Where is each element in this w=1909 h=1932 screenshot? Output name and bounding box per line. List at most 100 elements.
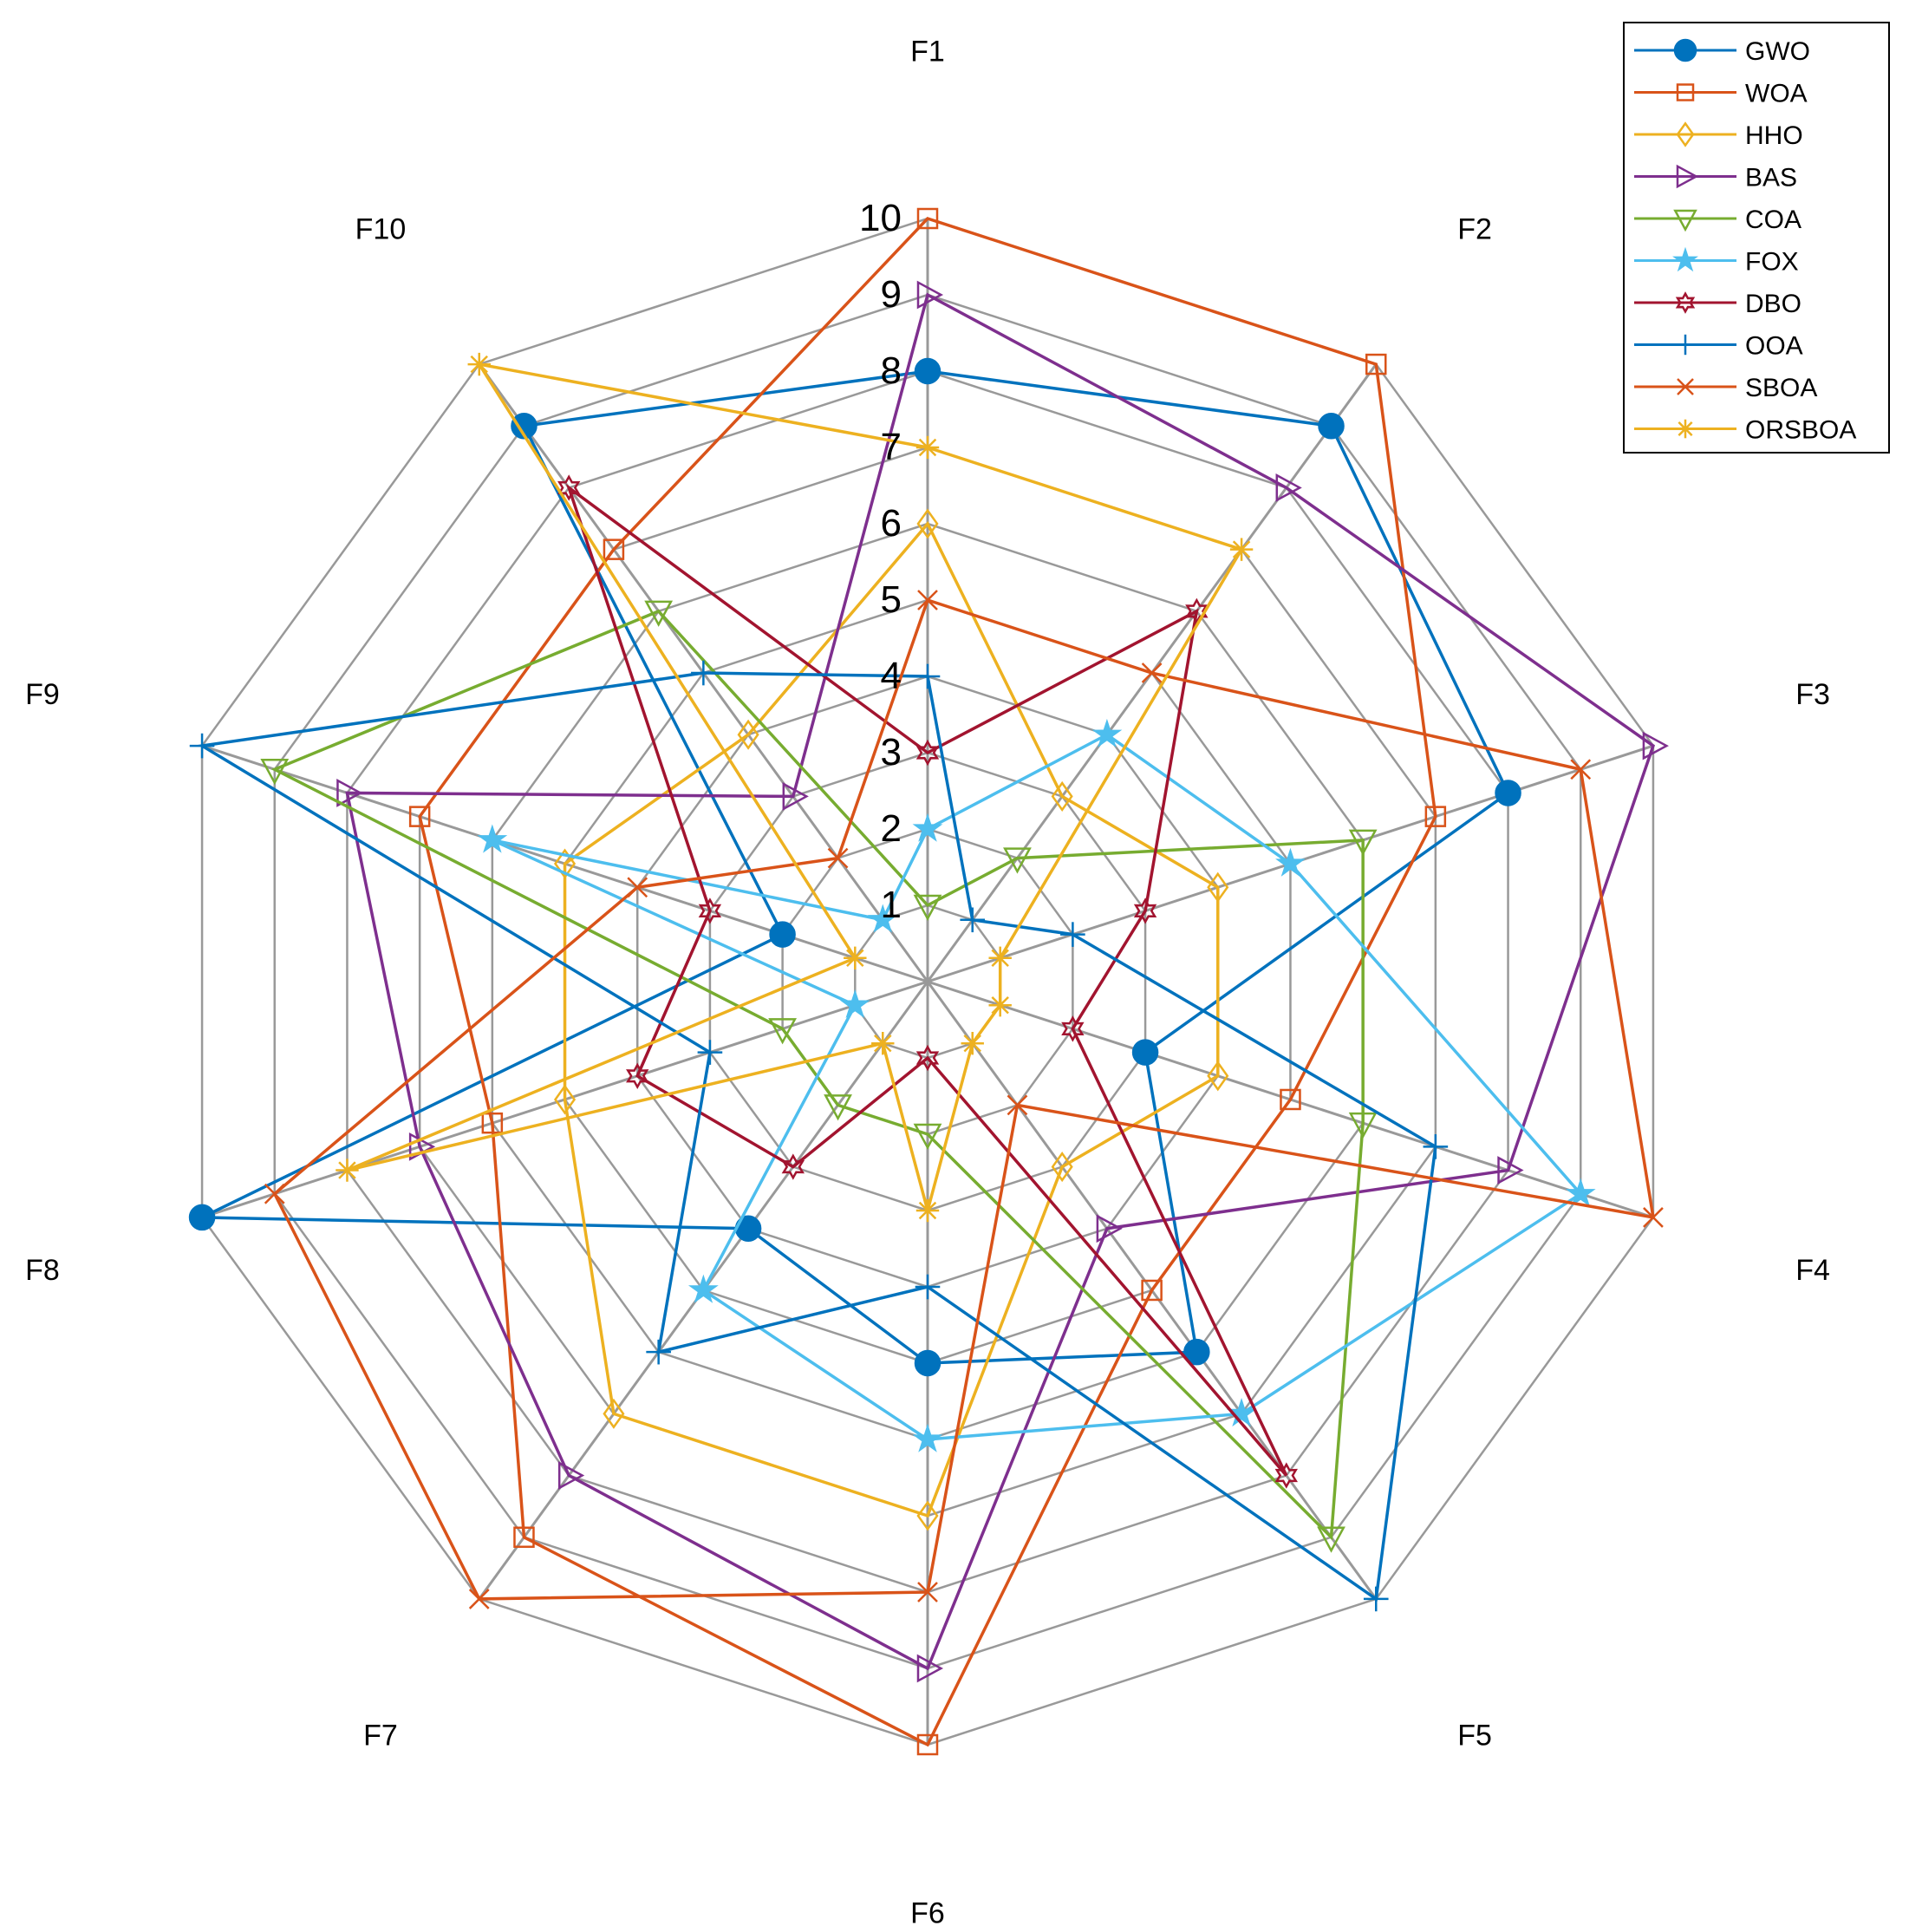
- square-marker: [603, 538, 625, 560]
- series-woa: [408, 207, 1447, 1756]
- legend-item-ooa: OOA: [1634, 332, 1803, 361]
- axis-label-f8: F8: [25, 1254, 60, 1287]
- legend-box: [1623, 22, 1890, 454]
- triangle-right-marker: [1642, 731, 1669, 760]
- hexagram-marker: [1061, 1015, 1085, 1042]
- circle-marker: [1495, 780, 1521, 806]
- asterisk-marker: [846, 949, 864, 968]
- circle-marker: [1318, 413, 1345, 440]
- axis-label-f2: F2: [1457, 212, 1492, 245]
- x-marker: [917, 1582, 938, 1602]
- triangle-down-marker: [768, 1018, 798, 1045]
- x-marker: [1570, 759, 1592, 780]
- circle-marker: [1183, 1338, 1210, 1366]
- hexagram-marker: [1185, 597, 1209, 625]
- triangle-down-marker: [1348, 1112, 1378, 1139]
- hexagram-marker: [781, 1153, 805, 1180]
- legend-label: GWO: [1745, 37, 1810, 66]
- diamond-marker: [1676, 121, 1695, 147]
- hexagram-marker: [915, 1044, 940, 1072]
- square-marker: [1424, 806, 1447, 827]
- square-marker: [1280, 1088, 1301, 1111]
- circle-marker: [511, 413, 538, 440]
- series-bas: [336, 280, 1669, 1683]
- axis-label-f6: F6: [910, 1897, 945, 1930]
- legend-item-dbo: DBO: [1634, 290, 1801, 318]
- hexagram-marker: [626, 1062, 649, 1090]
- asterisk-marker: [918, 438, 937, 457]
- hexagram-marker: [1675, 291, 1696, 314]
- asterisk-marker: [1232, 540, 1251, 558]
- legend-label: WOA: [1745, 80, 1808, 108]
- legend-label: HHO: [1745, 121, 1803, 150]
- radial-tick-label: 4: [881, 655, 902, 697]
- radial-tick-label: 9: [881, 273, 902, 316]
- x-marker: [1677, 378, 1694, 395]
- square-marker: [513, 1526, 535, 1548]
- x-marker: [1643, 1207, 1664, 1228]
- radial-tick-label: 7: [881, 426, 902, 468]
- series-ooa: [189, 660, 1449, 1612]
- square-marker: [1141, 1279, 1163, 1302]
- x-marker: [1007, 1094, 1028, 1116]
- legend-label: BAS: [1745, 164, 1797, 193]
- triangle-right-marker: [557, 1461, 585, 1490]
- star-marker: [839, 989, 870, 1019]
- legend-label: DBO: [1745, 290, 1801, 318]
- x-marker: [627, 877, 648, 898]
- radial-tick-label: 5: [881, 578, 902, 621]
- star-marker: [1226, 1398, 1257, 1427]
- diamond-marker: [1051, 780, 1073, 812]
- asterisk-marker: [1678, 421, 1693, 437]
- asterisk-marker: [991, 949, 1009, 968]
- radial-tick-label: 10: [859, 197, 902, 239]
- legend-label: ORSBOA: [1745, 416, 1856, 445]
- hexagram-marker: [557, 474, 581, 501]
- star-marker: [867, 904, 898, 933]
- hexagram-marker: [698, 897, 722, 924]
- legend-item-coa: COA: [1634, 206, 1801, 234]
- series-fox: [477, 718, 1596, 1452]
- square-marker: [408, 806, 431, 827]
- star-marker: [912, 813, 943, 842]
- circle-marker: [188, 1204, 216, 1231]
- axis-label-f3: F3: [1795, 678, 1830, 711]
- axis-label-f5: F5: [1457, 1720, 1492, 1753]
- diamond-marker: [1051, 1152, 1073, 1183]
- diamond-marker: [553, 848, 577, 879]
- series-line: [563, 520, 1220, 1518]
- triangle-right-marker: [1676, 164, 1699, 189]
- triangle-down-marker: [913, 894, 942, 922]
- star-marker: [1672, 246, 1698, 272]
- radial-tick-label: 1: [881, 884, 902, 926]
- diamond-marker: [916, 508, 939, 539]
- radial-tick-label: 8: [881, 349, 902, 392]
- series-hho: [553, 508, 1229, 1531]
- legend-item-sboa: SBOA: [1634, 374, 1817, 402]
- star-marker: [1091, 718, 1123, 748]
- axis-label-f9: F9: [25, 678, 60, 711]
- series-line: [197, 671, 1437, 1602]
- radial-tick-label: 2: [881, 807, 902, 850]
- square-marker: [1676, 83, 1695, 101]
- series-line: [418, 216, 1437, 1747]
- asterisk-marker: [338, 1161, 356, 1179]
- legend-label: COA: [1745, 206, 1801, 234]
- triangle-right-marker: [1096, 1214, 1123, 1243]
- star-marker: [1275, 847, 1306, 877]
- legend-label: FOX: [1745, 248, 1799, 277]
- legend-item-orsboa: ORSBOA: [1634, 416, 1856, 445]
- asterisk-marker: [963, 1034, 981, 1053]
- series-line: [565, 483, 1288, 1477]
- axis-label-f4: F4: [1795, 1254, 1830, 1287]
- legend: GWO WOA HHO BAS COA FOX DBO OOA SBOA ORSBOA: [1623, 22, 1890, 454]
- star-marker: [912, 1423, 943, 1452]
- legend-label: SBOA: [1745, 374, 1817, 402]
- legend-item-woa: WOA: [1634, 80, 1808, 108]
- triangle-right-marker: [336, 779, 363, 807]
- triangle-down-marker: [1317, 1526, 1345, 1553]
- circle-marker: [1673, 38, 1697, 62]
- x-marker: [917, 590, 938, 610]
